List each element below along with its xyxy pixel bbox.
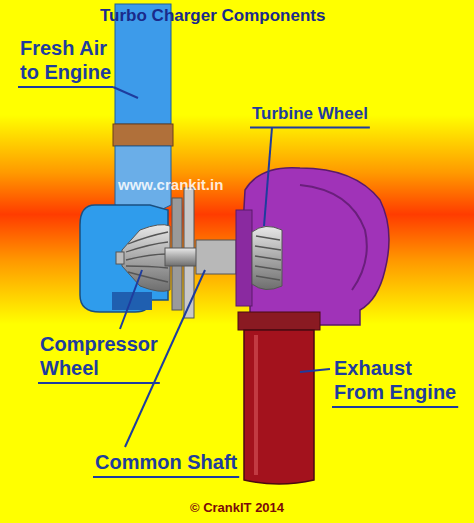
pipe-clamp [113, 124, 173, 146]
leader-line [264, 127, 272, 226]
leader-line [125, 270, 205, 447]
turbine-flange [236, 210, 252, 306]
turbine-wheel [252, 226, 282, 289]
compressor-wheel [122, 225, 170, 292]
leader-line [120, 270, 142, 329]
turbine-housing [240, 168, 389, 325]
volute-edge [300, 185, 367, 290]
part-label: Fresh Air to Engine [20, 36, 128, 84]
part-label: Exhaust From Engine [334, 356, 459, 404]
wheel-nut [116, 252, 124, 264]
label-underline [38, 382, 160, 384]
label-underline [93, 476, 239, 478]
label-underline [332, 406, 458, 408]
label-underline [18, 86, 113, 88]
part-label: Turbine Wheel [252, 104, 368, 124]
part-label: Common Shaft [95, 450, 237, 474]
leader-line [113, 87, 138, 98]
compressor-blades [126, 232, 168, 282]
turbine-blades [255, 236, 281, 280]
pipe-highlight [254, 335, 258, 475]
bearing-housing [196, 240, 236, 274]
exhaust-pipe [244, 330, 314, 484]
label-underline [250, 126, 370, 128]
copyright: © CrankIT 2014 [0, 500, 474, 516]
watermark: www.crankit.in [118, 176, 223, 194]
leader-line [300, 369, 330, 372]
exhaust-flange [238, 312, 320, 330]
diagram-title: Turbo Charger Components [100, 6, 325, 26]
part-label: Compressor Wheel [40, 332, 162, 380]
